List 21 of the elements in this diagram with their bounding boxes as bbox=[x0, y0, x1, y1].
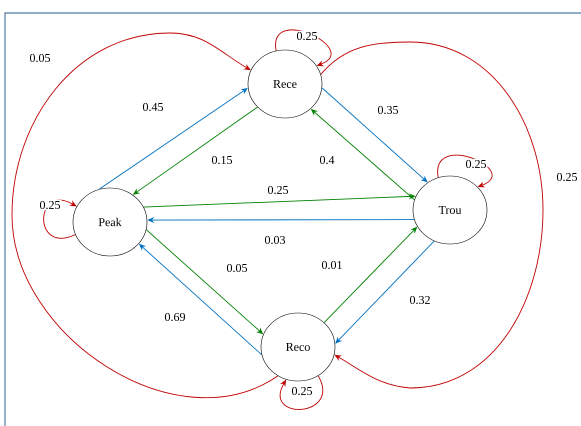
edge-label: 0.15 bbox=[210, 154, 234, 166]
edge-label: 0.25 bbox=[266, 184, 290, 196]
edge-label: 0.25 bbox=[464, 158, 488, 170]
edge-label: 0.25 bbox=[290, 386, 314, 396]
edge-label: 0.32 bbox=[408, 294, 432, 306]
arrow bbox=[438, 154, 493, 188]
edge-label: 0.69 bbox=[164, 312, 186, 322]
edge-label: 0.05 bbox=[28, 52, 52, 64]
arrow bbox=[276, 29, 332, 66]
arrow bbox=[320, 42, 544, 388]
edge-label: 0.45 bbox=[142, 102, 164, 112]
edge-label: 0.05 bbox=[226, 262, 248, 274]
edge-label: 0.01 bbox=[320, 260, 344, 270]
edge-label: 0.03 bbox=[264, 234, 286, 246]
arrow bbox=[280, 375, 323, 410]
edge-label: 0.35 bbox=[376, 104, 400, 116]
arrow bbox=[12, 32, 278, 398]
edge-label: 0.4 bbox=[318, 154, 336, 166]
edge-label: 0.25 bbox=[296, 30, 318, 42]
edge-label: 0.25 bbox=[556, 172, 578, 182]
edge-label: 0.25 bbox=[38, 200, 62, 210]
